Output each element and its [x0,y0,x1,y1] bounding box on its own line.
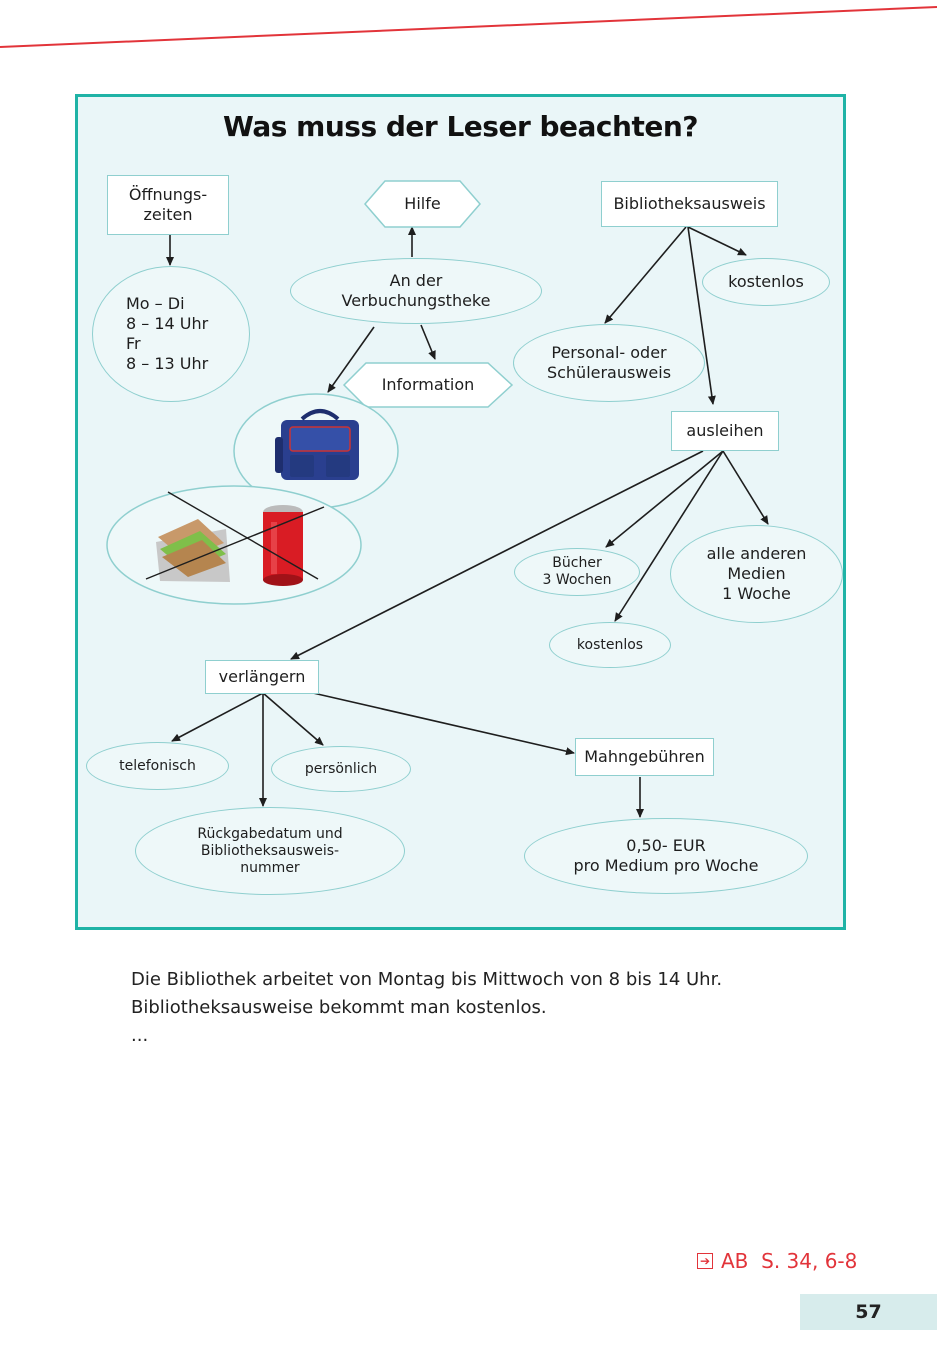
node-mahngebuehren: Mahngebühren [575,738,714,776]
node-verbuchungstheke: An der Verbuchungstheke [290,258,542,324]
diagram-arrows [106,180,769,818]
arrow-ausleihen-verlaengern [290,450,704,660]
node-zeiten-detail: Mo – Di 8 – 14 Uhr Fr 8 – 13 Uhr [92,266,250,402]
arrow-ausweis-kostenlos [687,226,747,256]
node-personal-ausweis: Personal- oder Schülerausweis [513,324,705,402]
node-gebuehr-betrag: 0,50- EUR pro Medium pro Woche [524,818,808,894]
diagram-frame: Öffnungs- zeiten Mo – Di 8 – 14 Uhr Fr 8… [75,94,846,930]
diagram-title: Was muss der Leser beachten? [222,110,699,143]
caption-line-1: Die Bibliothek arbeitet von Montag bis M… [131,969,723,990]
node-oeffnungszeiten: Öffnungs- zeiten [107,175,229,235]
arrow-verlaengern-telefonisch [171,692,264,742]
schoolbag-icon [275,409,359,480]
caption-text: Die Bibliothek arbeitet von Montag bis M… [131,966,722,1050]
node-ausleihen: ausleihen [671,411,779,451]
node-telefonisch: telefonisch [86,742,229,790]
arrow-ausleihen-medien [722,450,769,525]
hilfe-hexagon [364,180,481,228]
node-rueckgabedatum: Rückgabedatum und Bibliotheksausweis- nu… [135,807,405,895]
top-red-line [0,6,937,48]
node-hilfe: Hilfe [404,194,441,213]
arrow-verlaengern-persoenlich [262,692,324,746]
arrow-ausweis-ausleihen [687,226,716,405]
food-ellipse [106,485,362,605]
page-number: 57 [800,1294,937,1330]
node-kostenlos-ausleihen: kostenlos [549,622,671,668]
arrow-verlaengern-mahngebuehren [312,692,575,756]
soda-can-icon [263,505,303,586]
workbook-reference: ➔ AB S. 34, 6-8 [697,1249,857,1273]
node-verlaengern: verlängern [205,660,319,694]
cross-out-icon [145,491,325,580]
arrow-box-icon: ➔ [697,1253,713,1269]
arrow-ausweis-personal [604,226,687,324]
arrow-ausleihen-kostenlos [614,450,724,622]
node-buecher: Bücher 3 Wochen [514,548,640,596]
arrow-theke-information [420,324,436,360]
reference-text: AB S. 34, 6-8 [721,1249,858,1273]
caption-line-2: Bibliotheksausweise bekommt man kostenlo… [131,997,547,1018]
node-persoenlich: persönlich [271,746,411,792]
node-andere-medien: alle anderen Medien 1 Woche [670,525,843,623]
arrow-ausleihen-buecher [605,450,724,548]
sandwich-icon [156,519,230,582]
node-kostenlos-ausweis: kostenlos [702,258,830,306]
node-information: Information [381,375,475,394]
arrow-theke-bag [327,326,375,393]
caption-line-3: ... [131,1025,149,1046]
node-bibliotheksausweis: Bibliotheksausweis [601,181,778,227]
